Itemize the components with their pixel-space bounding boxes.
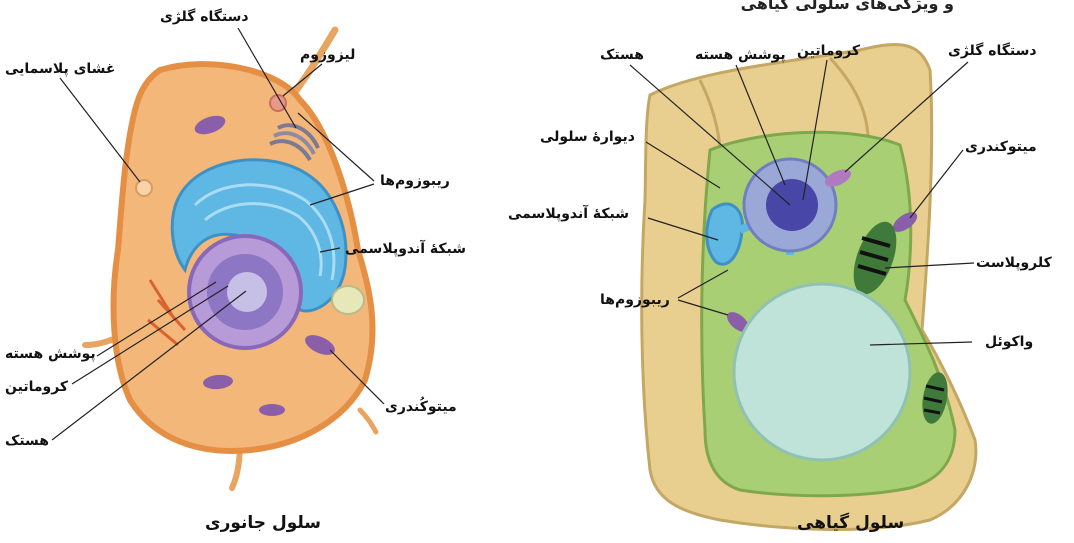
plant-nucleolus	[766, 179, 818, 231]
plant-label-vacuole: واکوئل	[985, 333, 1033, 351]
animal-caption: سلول جانوری	[205, 513, 321, 533]
plant-label-mitochondria: میتوکندری	[965, 138, 1037, 156]
animal-label-chromatin: کروماتین	[5, 378, 68, 396]
animal-projection	[360, 410, 376, 432]
animal-cell	[85, 30, 376, 488]
animal-label-ribosomes: ریبوزوم‌ها	[380, 172, 450, 190]
plant-label-cell-wall: دیوارهٔ سلولی	[540, 128, 635, 146]
plant-label-er: شبکهٔ آندوپلاسمی	[508, 205, 629, 223]
plant-vacuole	[734, 284, 910, 460]
animal-vesicle	[136, 180, 152, 196]
plant-label-nuclear-envelope: پوشش هسته	[695, 46, 786, 64]
plant-label-golgi: دستگاه گلژی	[948, 42, 1037, 60]
animal-label-golgi: دستگاه گلژی	[160, 8, 249, 26]
animal-label-nucleolus: هستک	[5, 432, 49, 450]
animal-mitochondrion	[259, 404, 285, 416]
animal-label-lysosome: لیزوزوم	[300, 46, 355, 64]
animal-label-er: شبکهٔ آندوپلاسمی	[345, 240, 466, 258]
plant-label-ribosomes: ریبوزوم‌ها	[600, 291, 670, 309]
animal-vesicle	[332, 286, 364, 314]
animal-label-mitochondria: میتوکُندری	[385, 398, 457, 416]
plant-cell	[642, 45, 976, 530]
plant-label-nucleolus: هستک	[600, 46, 644, 64]
plant-label-chloroplast: کلروپلاست	[976, 254, 1052, 272]
plant-label-chromatin: کروماتین	[797, 42, 860, 60]
top-heading-fragment: و ویژگی‌های سلولی گیاهی	[741, 0, 954, 13]
animal-label-nuclear-envelope: پوشش هسته	[5, 345, 96, 363]
plant-caption: سلول گیاهی	[797, 513, 904, 533]
animal-nucleolus	[227, 272, 267, 312]
animal-label-plasma-membrane: غشای پلاسمایی	[5, 60, 116, 78]
